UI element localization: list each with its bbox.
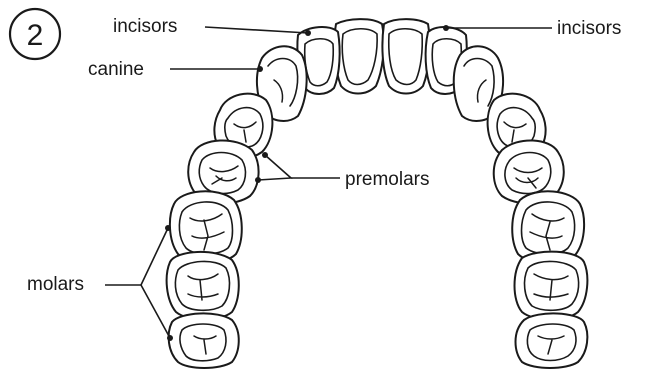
molars-leader xyxy=(105,225,173,341)
canine-leader xyxy=(170,66,263,72)
label-canine: canine xyxy=(88,59,144,80)
figure-number: 2 xyxy=(27,19,44,52)
label-incisors-left: incisors xyxy=(113,16,177,37)
central-incisor-right xyxy=(382,19,429,93)
label-premolars: premolars xyxy=(345,169,429,190)
second-molar-right xyxy=(515,252,588,320)
label-molars: molars xyxy=(27,274,84,295)
third-molar-right xyxy=(516,313,588,368)
second-molar-left xyxy=(167,252,239,320)
central-incisor-left xyxy=(334,19,383,93)
third-molar-left xyxy=(169,313,239,368)
figure-number-badge: 2 xyxy=(10,9,60,59)
premolars-leader xyxy=(255,152,340,183)
label-incisors-right: incisors xyxy=(557,18,621,39)
incisors-left-leader xyxy=(205,27,311,36)
